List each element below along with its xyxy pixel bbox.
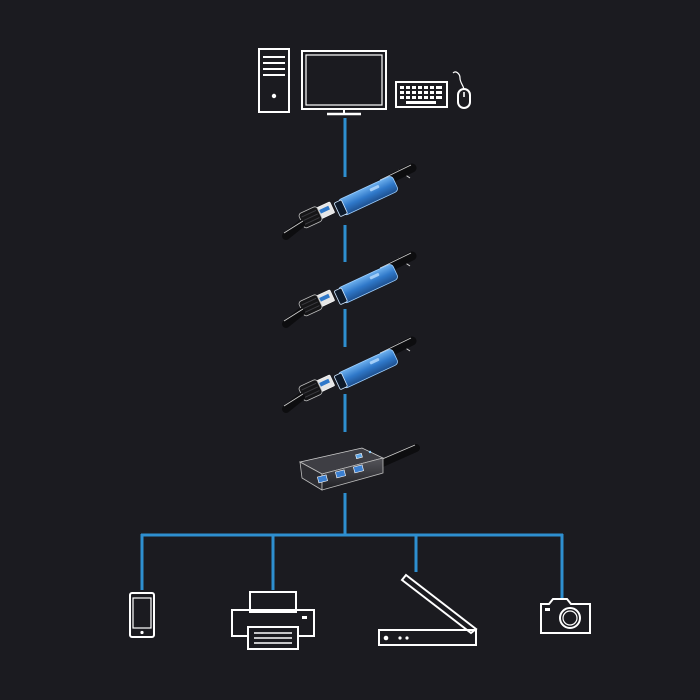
monitor-icon <box>301 50 387 116</box>
usb-hub-icon <box>298 444 420 491</box>
keyboard-icon <box>395 81 448 108</box>
mouse-icon <box>452 71 471 109</box>
usb-extension-cable-icon <box>284 338 412 409</box>
desktop-tower-icon <box>258 48 290 113</box>
smartphone-icon <box>129 592 155 638</box>
printer-icon <box>231 591 315 650</box>
flatbed-scanner-icon <box>378 573 478 646</box>
connection-lines <box>140 118 564 600</box>
camera-icon <box>540 598 591 634</box>
usb-extension-cable-icon <box>284 165 412 236</box>
usb-extension-cable-icon <box>284 253 412 324</box>
usb-hub-ports <box>317 452 364 484</box>
